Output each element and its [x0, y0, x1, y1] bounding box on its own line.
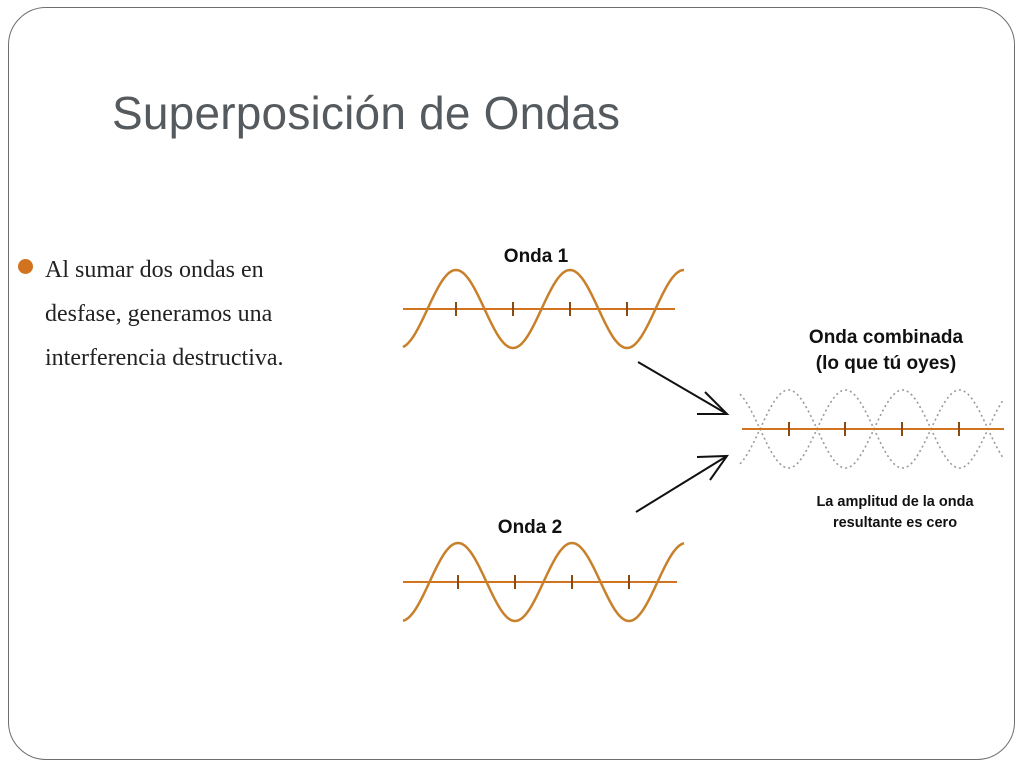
wave-1-label: Onda 1 [504, 246, 569, 267]
bullet-line-1: Al sumar dos ondas en [45, 257, 264, 283]
combined-dashed-curve-b [739, 389, 1005, 469]
slide-title: Superposición de Ondas [112, 87, 621, 139]
bullet-line-3: interferencia destructiva. [45, 345, 284, 371]
arrow-from-wave-1-icon [637, 361, 730, 415]
bullet-text: Al sumar dos ondas en desfase, generamos… [45, 248, 390, 380]
result-caption-line-2: resultante es cero [832, 515, 958, 531]
result-caption: La amplitud de la onda resultante es cer… [770, 492, 1020, 534]
combined-ticks [788, 422, 960, 436]
combined-wave-label-line-1: Onda combinada [809, 327, 964, 348]
combined-dashed-curve-a [739, 389, 1005, 469]
wave-1-group [402, 268, 685, 350]
slide-frame [8, 7, 1015, 760]
wave-2-curve [402, 541, 685, 623]
combined-wave-label-line-2: (lo que tú oyes) [816, 353, 956, 374]
wave-1-curve [402, 268, 685, 350]
wave-2-ticks [457, 575, 630, 589]
wave-1-ticks [455, 302, 628, 316]
wave-2-group [402, 541, 685, 623]
arrow-from-wave-2-icon [635, 454, 729, 513]
combined-wave-group [739, 389, 1005, 469]
bullet-line-2: desfase, generamos una [45, 301, 273, 327]
wave-2-label: Onda 2 [498, 517, 562, 538]
result-caption-line-1: La amplitud de la onda [816, 494, 974, 510]
bullet-dot-icon [18, 259, 33, 274]
